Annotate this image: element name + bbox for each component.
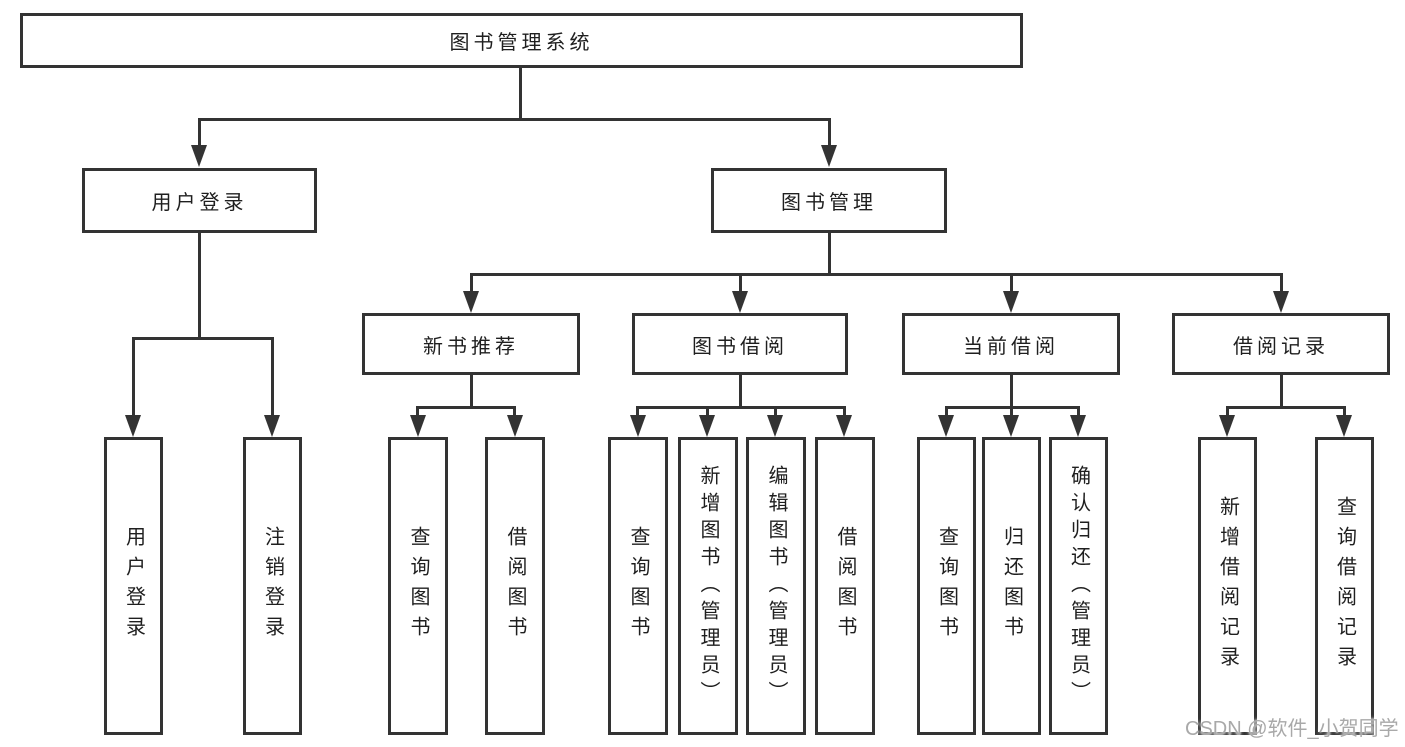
node-label: 图书借阅 <box>692 335 788 358</box>
leaf-query-books-recommend: 查询图书 <box>388 437 448 735</box>
connector-line <box>739 375 742 409</box>
connector-line <box>1010 273 1013 293</box>
connector-line <box>774 406 777 417</box>
leaf-label: 新增图书（管理员） <box>697 464 719 708</box>
node-current-borrowing: 当前借阅 <box>902 313 1120 375</box>
connector-line <box>706 406 709 417</box>
arrow-down-icon <box>125 415 141 437</box>
leaf-label: 查询图书 <box>935 526 958 646</box>
arrow-down-icon <box>1336 415 1352 437</box>
leaf-label: 查询借阅记录 <box>1333 496 1356 676</box>
arrow-down-icon <box>630 415 646 437</box>
csdn-watermark: CSDN @软件_小贺同学 <box>1185 718 1399 740</box>
arrow-down-icon <box>410 415 426 437</box>
leaf-return-book: 归还图书 <box>982 437 1041 735</box>
connector-line <box>132 337 135 417</box>
connector-line <box>198 118 831 121</box>
arrow-down-icon <box>1070 415 1086 437</box>
node-label: 借阅记录 <box>1233 335 1329 358</box>
leaf-edit-book-admin: 编辑图书（管理员） <box>746 437 806 735</box>
connector-line <box>843 406 846 417</box>
arrow-down-icon <box>767 415 783 437</box>
connector-line <box>470 273 473 293</box>
connector-line <box>1010 406 1013 417</box>
connector-line <box>1280 375 1283 409</box>
arrow-down-icon <box>821 145 837 167</box>
leaf-label: 用户登录 <box>122 526 145 646</box>
leaf-query-books-borrowing: 查询图书 <box>608 437 668 735</box>
connector-line <box>1010 375 1013 409</box>
leaf-add-borrow-record: 新增借阅记录 <box>1198 437 1257 735</box>
leaf-label: 归还图书 <box>1000 526 1023 646</box>
node-label: 图书管理系统 <box>449 32 594 54</box>
leaf-user-login: 用户登录 <box>104 437 163 735</box>
connector-line <box>1226 406 1229 417</box>
connector-line <box>828 233 831 276</box>
connector-line <box>739 273 742 293</box>
leaf-query-borrow-record: 查询借阅记录 <box>1315 437 1374 735</box>
leaf-label: 注销登录 <box>261 526 284 646</box>
connector-line <box>470 273 1282 276</box>
node-label: 用户登录 <box>151 192 248 214</box>
node-new-book-recommendation: 新书推荐 <box>362 313 580 375</box>
arrow-down-icon <box>1273 291 1289 313</box>
node-borrowing-records: 借阅记录 <box>1172 313 1390 375</box>
connector-line <box>198 233 201 340</box>
arrow-down-icon <box>463 291 479 313</box>
arrow-down-icon <box>191 145 207 167</box>
arrow-down-icon <box>938 415 954 437</box>
connector-line <box>513 406 516 417</box>
connector-line <box>828 118 831 146</box>
connector-line <box>945 406 948 417</box>
node-label: 当前借阅 <box>963 335 1059 358</box>
connector-line <box>1227 406 1345 409</box>
connector-line <box>637 406 845 409</box>
leaf-label: 编辑图书（管理员） <box>765 464 787 708</box>
connector-line <box>271 337 274 417</box>
arrow-down-icon <box>732 291 748 313</box>
connector-line <box>519 68 522 121</box>
connector-line <box>417 406 516 409</box>
arrow-down-icon <box>507 415 523 437</box>
arrow-down-icon <box>1003 415 1019 437</box>
arrow-down-icon <box>1219 415 1235 437</box>
leaf-query-books-current: 查询图书 <box>917 437 976 735</box>
arrow-down-icon <box>264 415 280 437</box>
leaf-label: 新增借阅记录 <box>1216 496 1239 676</box>
leaf-logout: 注销登录 <box>243 437 302 735</box>
connector-line <box>1077 406 1080 417</box>
connector-line <box>416 406 419 417</box>
leaf-add-book-admin: 新增图书（管理员） <box>678 437 738 735</box>
node-label: 图书管理 <box>781 192 877 214</box>
leaf-label: 确认归还（管理员） <box>1067 464 1090 708</box>
arrow-down-icon <box>699 415 715 437</box>
leaf-borrow-books-recommend: 借阅图书 <box>485 437 545 735</box>
arrow-down-icon <box>836 415 852 437</box>
node-user-login: 用户登录 <box>82 168 317 233</box>
leaf-label: 查询图书 <box>627 526 649 646</box>
leaf-label: 借阅图书 <box>834 526 856 646</box>
connector-line <box>1280 273 1283 293</box>
node-book-borrowing: 图书借阅 <box>632 313 848 375</box>
node-library-management-system: 图书管理系统 <box>20 13 1023 68</box>
connector-line <box>636 406 639 417</box>
leaf-label: 查询图书 <box>407 526 429 646</box>
connector-line <box>132 337 274 340</box>
leaf-borrow-books-borrowing: 借阅图书 <box>815 437 875 735</box>
connector-line <box>470 375 473 409</box>
arrow-down-icon <box>1003 291 1019 313</box>
node-book-management: 图书管理 <box>711 168 947 233</box>
leaf-label: 借阅图书 <box>504 526 526 646</box>
leaf-confirm-return-admin: 确认归还（管理员） <box>1049 437 1108 735</box>
connector-line <box>198 118 201 146</box>
connector-line <box>1343 406 1346 417</box>
node-label: 新书推荐 <box>423 335 519 358</box>
